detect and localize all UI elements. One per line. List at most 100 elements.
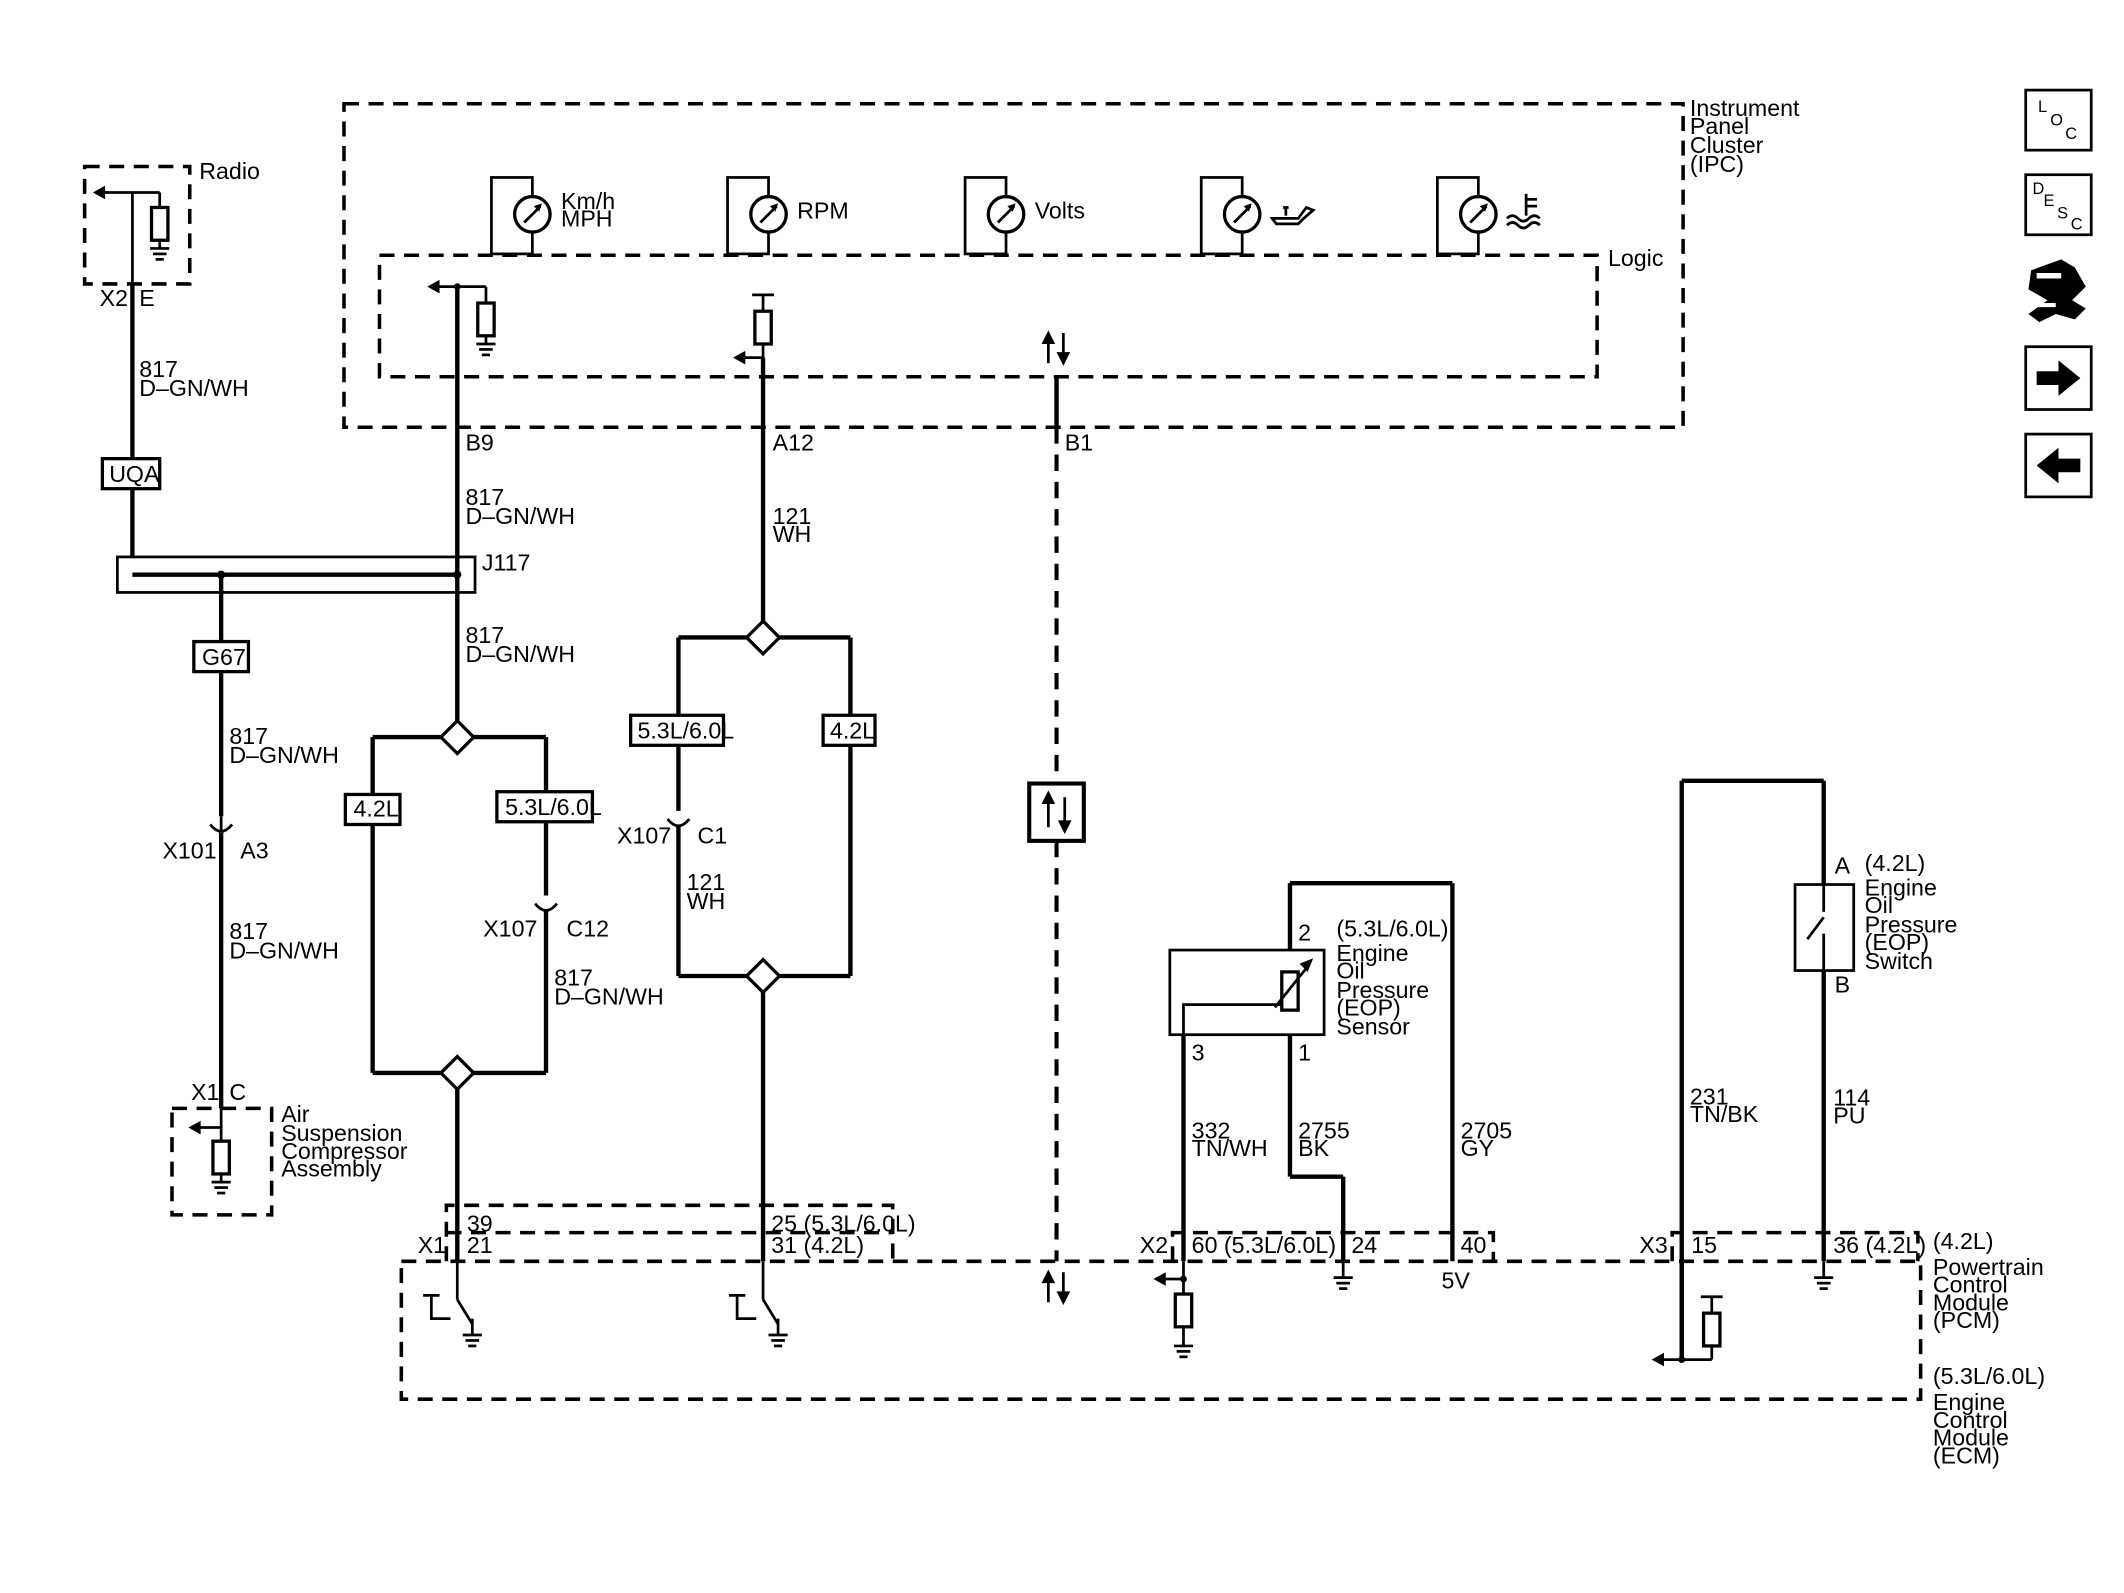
wire-2755-color: BK [1298,1135,1329,1161]
loc-letter-l: L [2038,98,2047,116]
coolant-temp-icon [1506,193,1541,230]
desc-letter-e: E [2043,192,2054,210]
ecm-opt-2: (5.3L/6.0L) [1933,1363,2045,1389]
radio-connector: X2 [100,285,128,311]
prev-arrow-icon[interactable] [2024,432,2093,499]
ipc-pin-b1: B1 [1065,429,1093,455]
eop-switch-text-3: Pressure [1865,911,1958,937]
wire-817-color: D–GN/WH [139,375,249,401]
x107-label-2: X107 [617,823,671,849]
speedometer-gauge: Km/h MPH [489,175,615,256]
pcm-pin-39: 39 [467,1210,493,1236]
oil-can-icon [1269,205,1316,226]
splice-g67: G67 [192,639,251,674]
pcm-opt-1: (4.2L) [1933,1228,1994,1254]
x101-label: X101 [162,838,216,864]
wire-817-label-2: 817 [229,723,268,749]
pcm-pin-31: 31 (4.2L) [771,1232,864,1258]
wire-121-label: 121 [773,503,812,529]
pcm-5v: 5V [1441,1268,1470,1294]
ecm-text-4: (ECM) [1933,1442,2000,1468]
connector-x107-c1: X107 C1 [617,818,728,849]
pcm-text-3: Module [1933,1289,2009,1315]
next-arrow-icon[interactable] [2024,345,2093,411]
pcm-text-2: Control [1933,1272,2008,1298]
air-susp-text-2: Suspension [281,1120,402,1146]
connector-x101: X101 A3 [162,816,269,864]
air-suspension-compressor: X1 C Air Suspension Compressor Assembly [170,1079,408,1217]
pcm-text-1: Powertrain [1933,1254,2044,1280]
option-4-2l-left: 4.2L [343,792,402,827]
desc-letter-s: S [2057,204,2068,222]
tachometer-gauge: RPM [725,175,849,256]
wire-121-color-2: WH [687,888,726,914]
splice-diamond [744,957,782,995]
speedo-text-1: Km/h [561,188,615,214]
oil-pressure-gauge [1199,175,1316,256]
x107-pin-c1: C1 [698,823,728,849]
volts-label: Volts [1035,197,1085,223]
ecm-text-1: Engine [1933,1389,2005,1415]
splice-uqa: UQA [100,457,162,491]
desc-letter-d: D [2033,180,2045,198]
x107-label-1: X107 [483,915,537,941]
option-4-2l-center: 4.2L [821,713,877,747]
pcm-pin-15: 15 [1691,1232,1717,1258]
eop-switch-text-2: Oil [1865,892,1893,918]
instrument-panel-cluster: Instrument Panel Cluster (IPC) Km/h MPH … [342,95,1800,455]
wire-2705-label: 2705 [1461,1117,1513,1143]
wire-817-color-3: D–GN/WH [229,937,339,963]
splice-diamond [438,718,476,756]
loc-letter-c: C [2065,125,2077,143]
wire-817-color-5: D–GN/WH [465,641,575,667]
splice-g67-label: G67 [202,644,246,670]
air-susp-connector: X1 [191,1079,219,1105]
pcm-pin-60: 60 (5.3L/6.0L) [1192,1232,1336,1258]
ipc-pin-a12: A12 [773,429,814,455]
desc-letter-c: C [2071,215,2083,233]
wire-817-color-6: D–GN/WH [554,984,664,1010]
air-susp-text-4: Assembly [281,1156,382,1182]
eop-switch-pin-b: B [1835,971,1850,997]
wire-114-label: 114 [1833,1085,1870,1111]
radio-pin: E [139,285,154,311]
ipc-text-4: (IPC) [1690,151,1744,177]
pcm-x2: X2 [1140,1232,1168,1258]
ipc-text-2: Panel [1690,113,1749,139]
air-susp-pin: C [229,1079,246,1105]
wire-332-label: 332 [1192,1117,1231,1143]
eop-sensor-pin-1: 1 [1298,1040,1311,1066]
eop-sensor-opt: (5.3L/6.0L) [1336,915,1448,941]
eop-switch-pin-a: A [1835,853,1851,879]
pcm-x3: X3 [1639,1232,1667,1258]
ipc-text-1: Instrument [1690,95,1800,121]
wire-231-color: TN/BK [1690,1101,1759,1127]
pcm-pin-25: 25 (5.3L/6.0L) [771,1210,915,1236]
eop-switch-opt: (4.2L) [1865,850,1926,876]
pcm-text-4: (PCM) [1933,1307,2000,1333]
option-5-3l-center: 5.3L/6.0L [629,713,734,747]
eop-switch-text-1: Engine [1865,874,1937,900]
desc-icon[interactable]: D E S C [2024,173,2093,237]
eop-sensor-text-1: Engine [1336,940,1408,966]
opt-5-3l-center-label: 5.3L/6.0L [637,717,734,743]
pcm-ecm-module: X1 39 21 25 (5.3L/6.0L) 31 (4.2L) X2 60 … [399,1203,2045,1468]
eop-sensor-text-2: Oil [1336,958,1364,984]
connector-icon[interactable] [2028,259,2086,323]
x107-pin-c12: C12 [566,915,609,941]
tach-label: RPM [797,197,849,223]
eop-switch-text-4: (EOP) [1865,929,1929,955]
wire-817-label-5: 817 [465,622,504,648]
wire-817-color-2: D–GN/WH [229,742,339,768]
eop-switch-text-5: Switch [1865,948,1933,974]
loc-icon[interactable]: L O C [2024,88,2093,152]
option-5-3l-left: 5.3L/6.0L [495,790,602,824]
loc-letter-o: O [2050,112,2063,130]
ipc-text-3: Cluster [1690,132,1764,158]
coolant-temp-gauge [1435,175,1541,256]
bidirectional-arrows-icon [1041,330,1071,366]
radio-component: Radio X2 E [82,158,260,311]
splice-uqa-label: UQA [109,461,160,487]
wire-817-label-3: 817 [229,918,268,944]
